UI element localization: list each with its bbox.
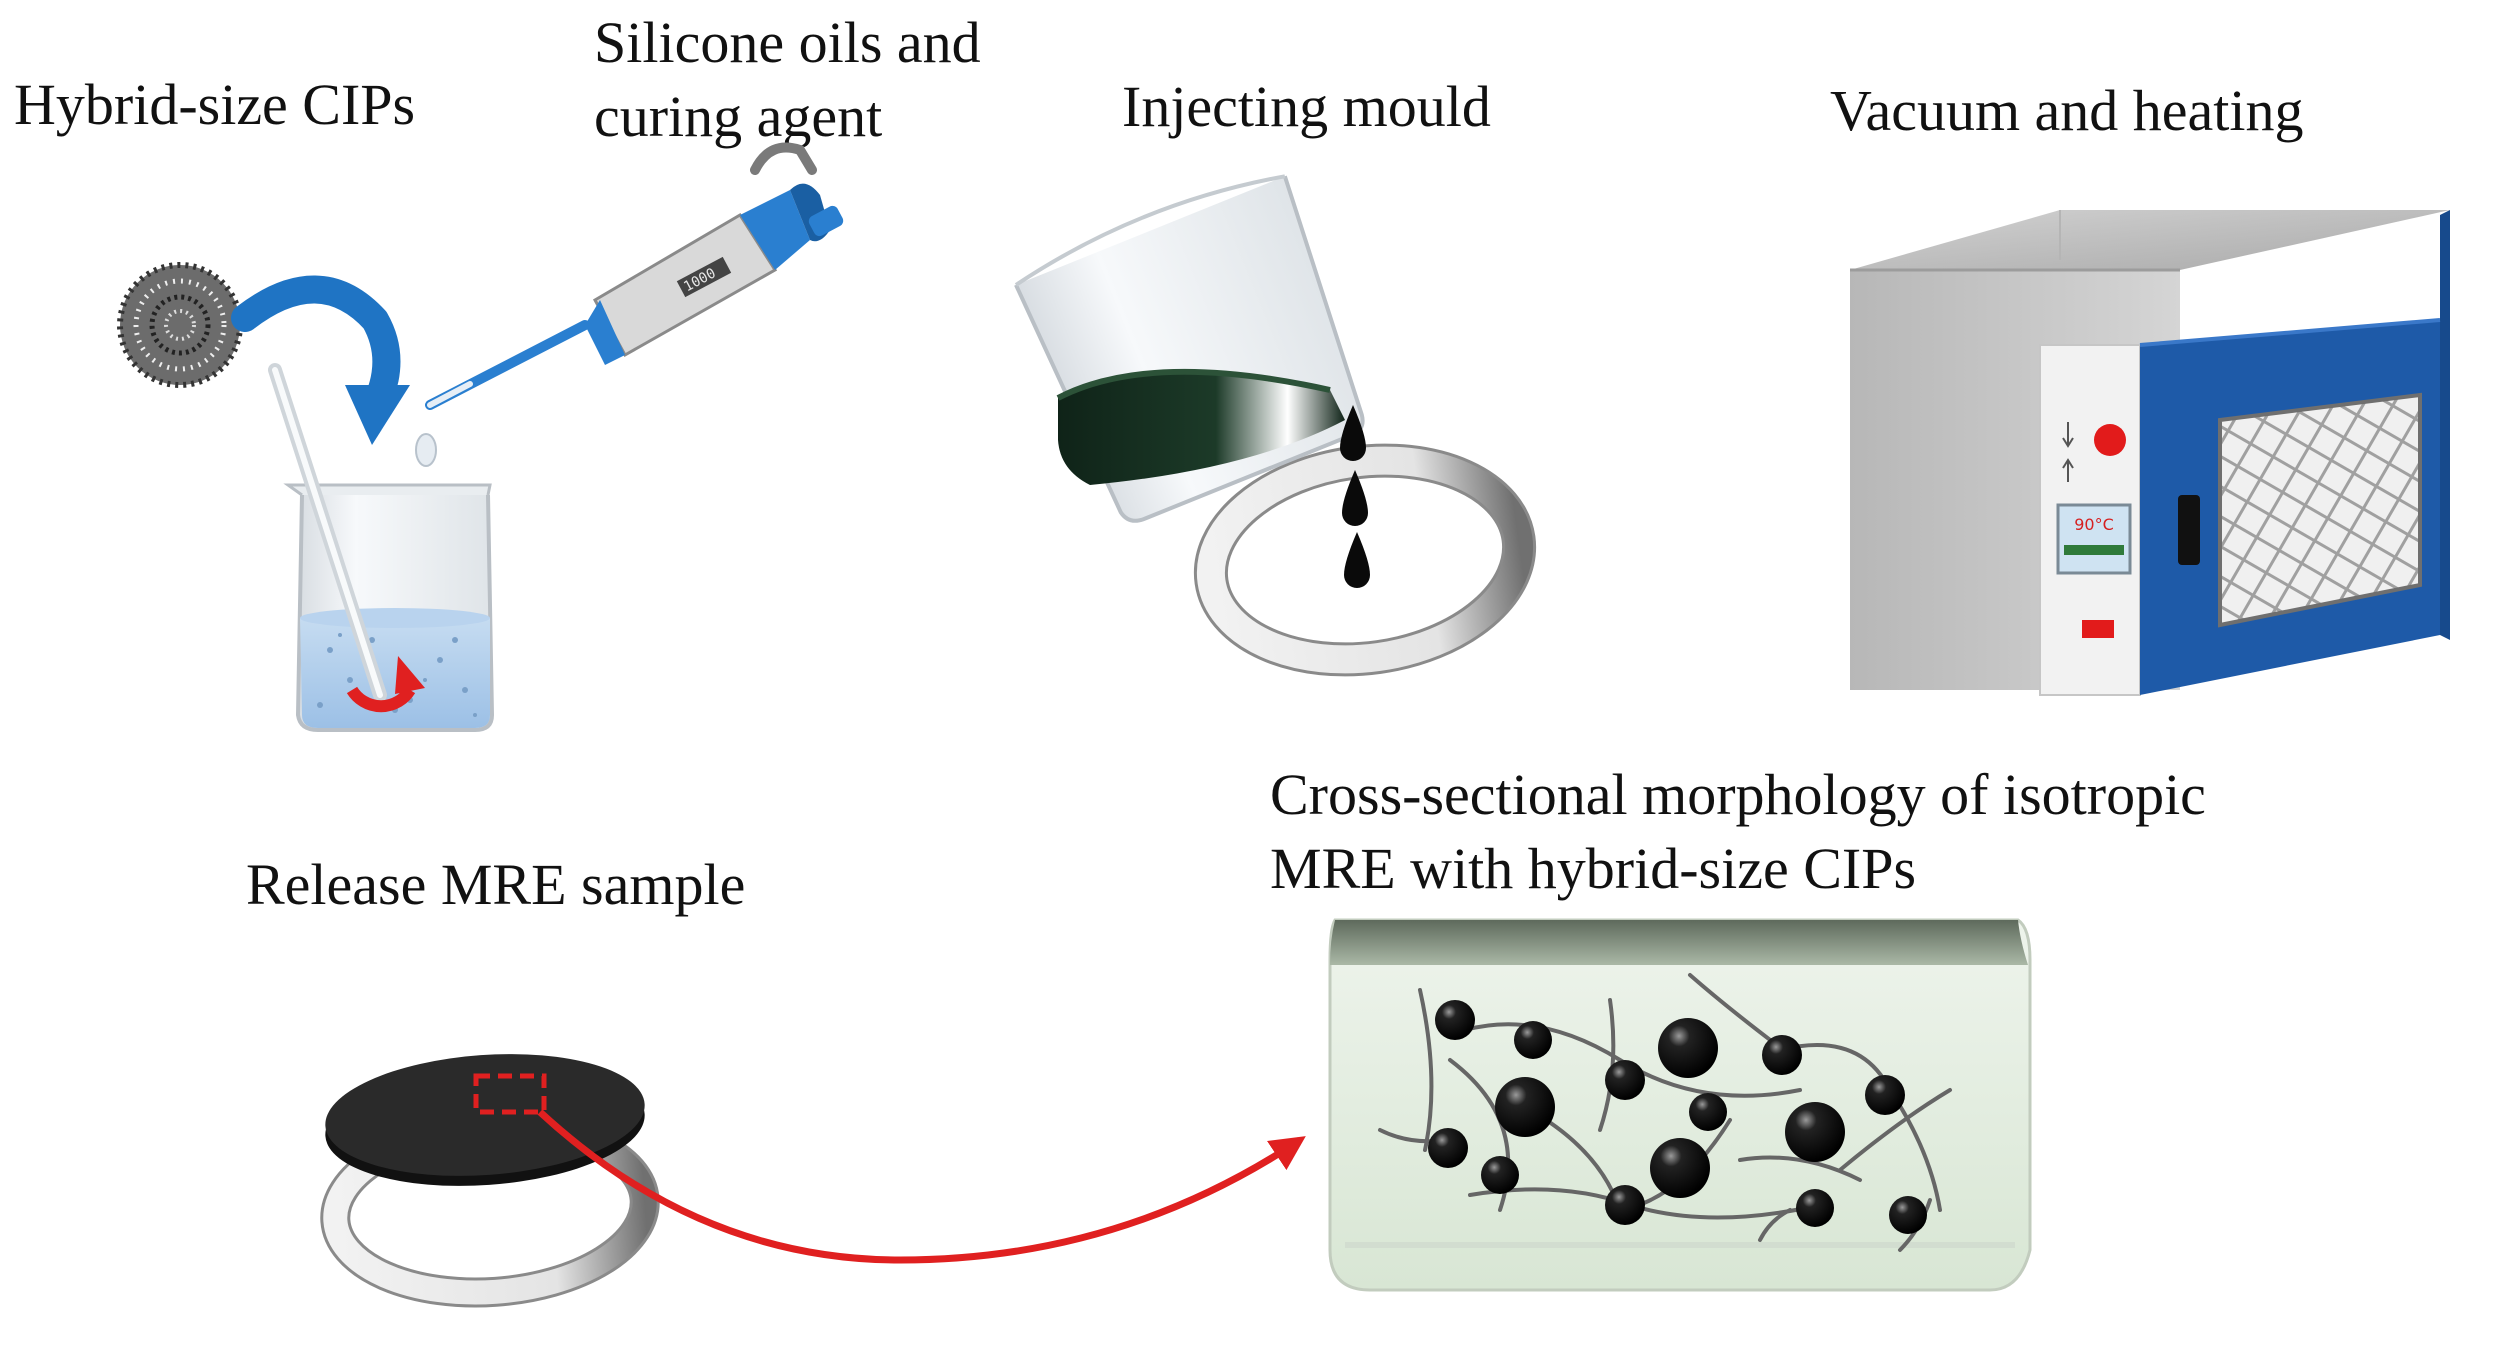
label-silicone-oils: Silicone oils and curing agent <box>594 10 981 149</box>
label-hybrid-cips: Hybrid-size CIPs <box>14 72 416 137</box>
pouring-beaker-icon <box>1014 174 1365 523</box>
label-cross-section: Cross-sectional morphology of isotropic … <box>1270 762 2206 901</box>
cip-particle-cluster-icon <box>117 262 243 388</box>
red-connector-arrow-icon <box>537 1109 1306 1264</box>
label-vacuum-heating: Vacuum and heating <box>1830 78 2304 143</box>
label-release-mre: Release MRE sample <box>246 852 746 917</box>
pipette-icon: 1000 <box>415 142 844 467</box>
oven-temperature-display: 90°C <box>2074 515 2114 534</box>
vacuum-oven-icon: 90°C <box>1850 210 2450 696</box>
cross-section-box-icon <box>1328 918 2032 1292</box>
blue-curved-arrow-icon <box>231 275 410 445</box>
label-injecting-mould: Injecting mould <box>1122 74 1491 139</box>
mould-ring-icon <box>1193 443 1537 677</box>
fluid-drops-icon <box>1340 405 1370 588</box>
beaker-icon <box>268 363 495 732</box>
released-sample-icon <box>320 1054 660 1308</box>
